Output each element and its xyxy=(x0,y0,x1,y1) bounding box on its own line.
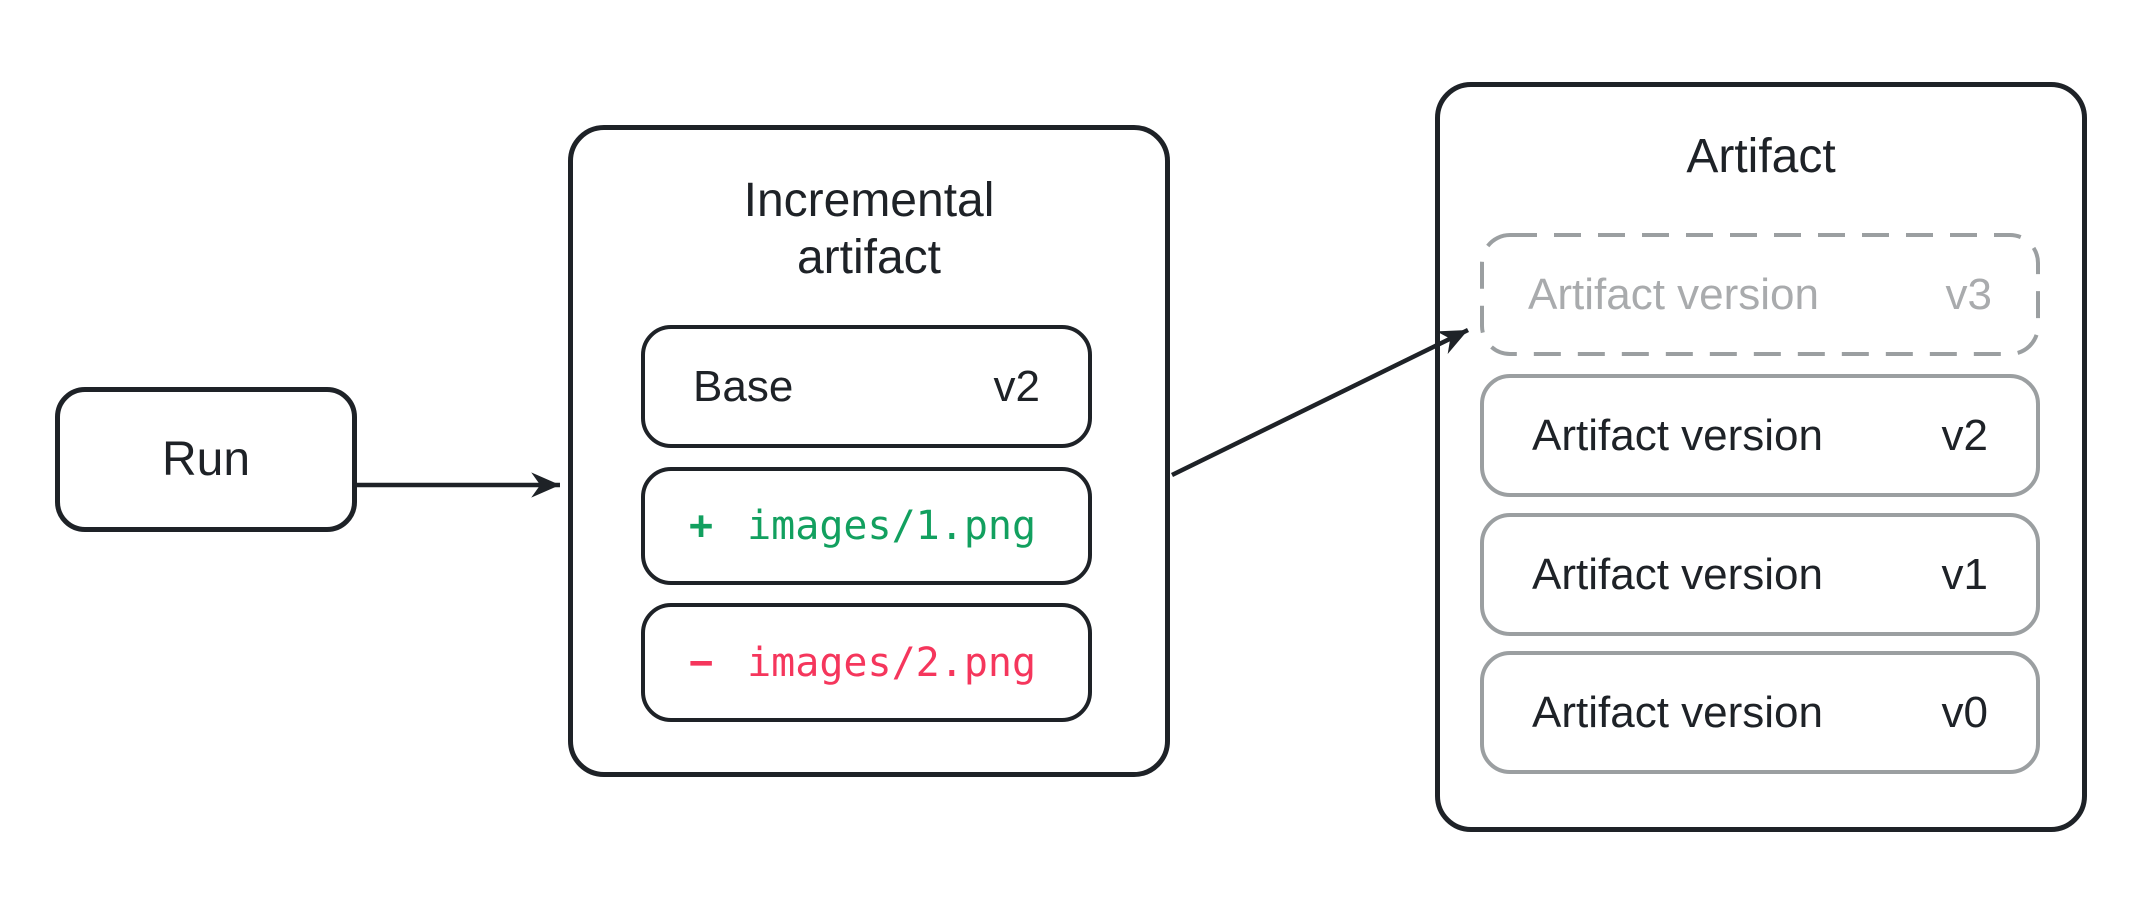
arrow-incremental-to-artifact-v3 xyxy=(1171,327,1469,478)
base-version: v2 xyxy=(993,361,1040,411)
artifact-version-number: v0 xyxy=(1941,687,1988,737)
plus-icon: + xyxy=(689,503,714,549)
artifact-version-row: Artifact version v2 xyxy=(1480,374,2040,497)
artifact-version-row: Artifact version v0 xyxy=(1480,651,2040,774)
incremental-artifact-node: Incremental artifact Base v2 + images/1.… xyxy=(568,125,1170,777)
removed-file-chip: − images/2.png xyxy=(641,603,1092,722)
artifact-title: Artifact xyxy=(1686,130,1836,183)
artifact-version-number: v1 xyxy=(1941,549,1988,599)
base-label: Base xyxy=(693,361,794,411)
minus-icon: − xyxy=(689,639,714,686)
added-file-chip: + images/1.png xyxy=(641,467,1092,585)
title-line-2: artifact xyxy=(796,231,942,284)
artifact-version-number: v2 xyxy=(1941,410,1988,460)
artifact-version-row: Artifact version v3 xyxy=(1480,233,2040,356)
removed-file-path: images/2.png xyxy=(747,639,1037,686)
run-node: Run xyxy=(55,387,357,532)
title-line-1: Incremental xyxy=(743,174,995,227)
added-file-path: images/1.png xyxy=(747,503,1037,549)
artifact-version-row: Artifact version v1 xyxy=(1480,513,2040,636)
artifact-version-label: Artifact version xyxy=(1532,410,1823,460)
run-label: Run xyxy=(161,433,251,486)
artifact-version-label: Artifact version xyxy=(1532,549,1823,599)
incremental-artifact-title: Incremental artifact xyxy=(573,172,1165,286)
base-version-chip: Base v2 xyxy=(641,325,1092,448)
artifact-version-number: v3 xyxy=(1945,269,1992,319)
artifact-version-label: Artifact version xyxy=(1528,269,1819,319)
artifact-version-label: Artifact version xyxy=(1532,687,1823,737)
